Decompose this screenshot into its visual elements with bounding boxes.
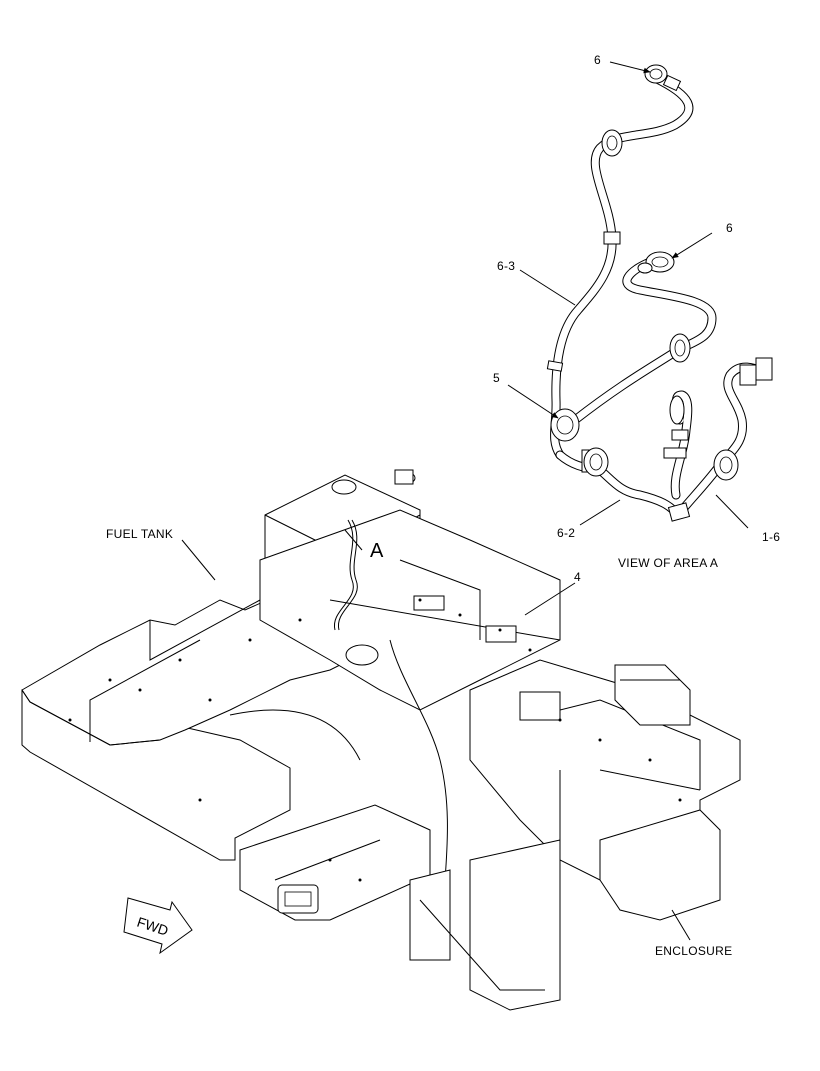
callout-5: 5 xyxy=(493,371,500,385)
callout-6-2: 6-2 xyxy=(557,526,575,540)
area-a-marker: A xyxy=(370,540,384,562)
machine-frame-drawing xyxy=(21,469,741,1011)
enclosure-label: ENCLOSURE xyxy=(655,944,732,958)
callout-1-6: 1-6 xyxy=(762,530,780,544)
callout-6-top: 6 xyxy=(594,53,601,67)
callout-labels: 6 6 6-3 5 6-2 1-6 VIEW OF AREA A 4 FUEL … xyxy=(106,53,780,958)
view-of-area-a-caption: VIEW OF AREA A xyxy=(618,556,718,570)
bolt-dots xyxy=(68,598,682,882)
callout-6-3: 6-3 xyxy=(497,259,515,273)
fuel-tank-label: FUEL TANK xyxy=(106,527,173,541)
callout-6-mid: 6 xyxy=(726,221,733,235)
hose-assembly-detail xyxy=(546,64,773,522)
fwd-arrow-icon: FWD xyxy=(123,897,193,955)
callout-4: 4 xyxy=(574,570,581,584)
callout-leaders xyxy=(181,61,749,941)
